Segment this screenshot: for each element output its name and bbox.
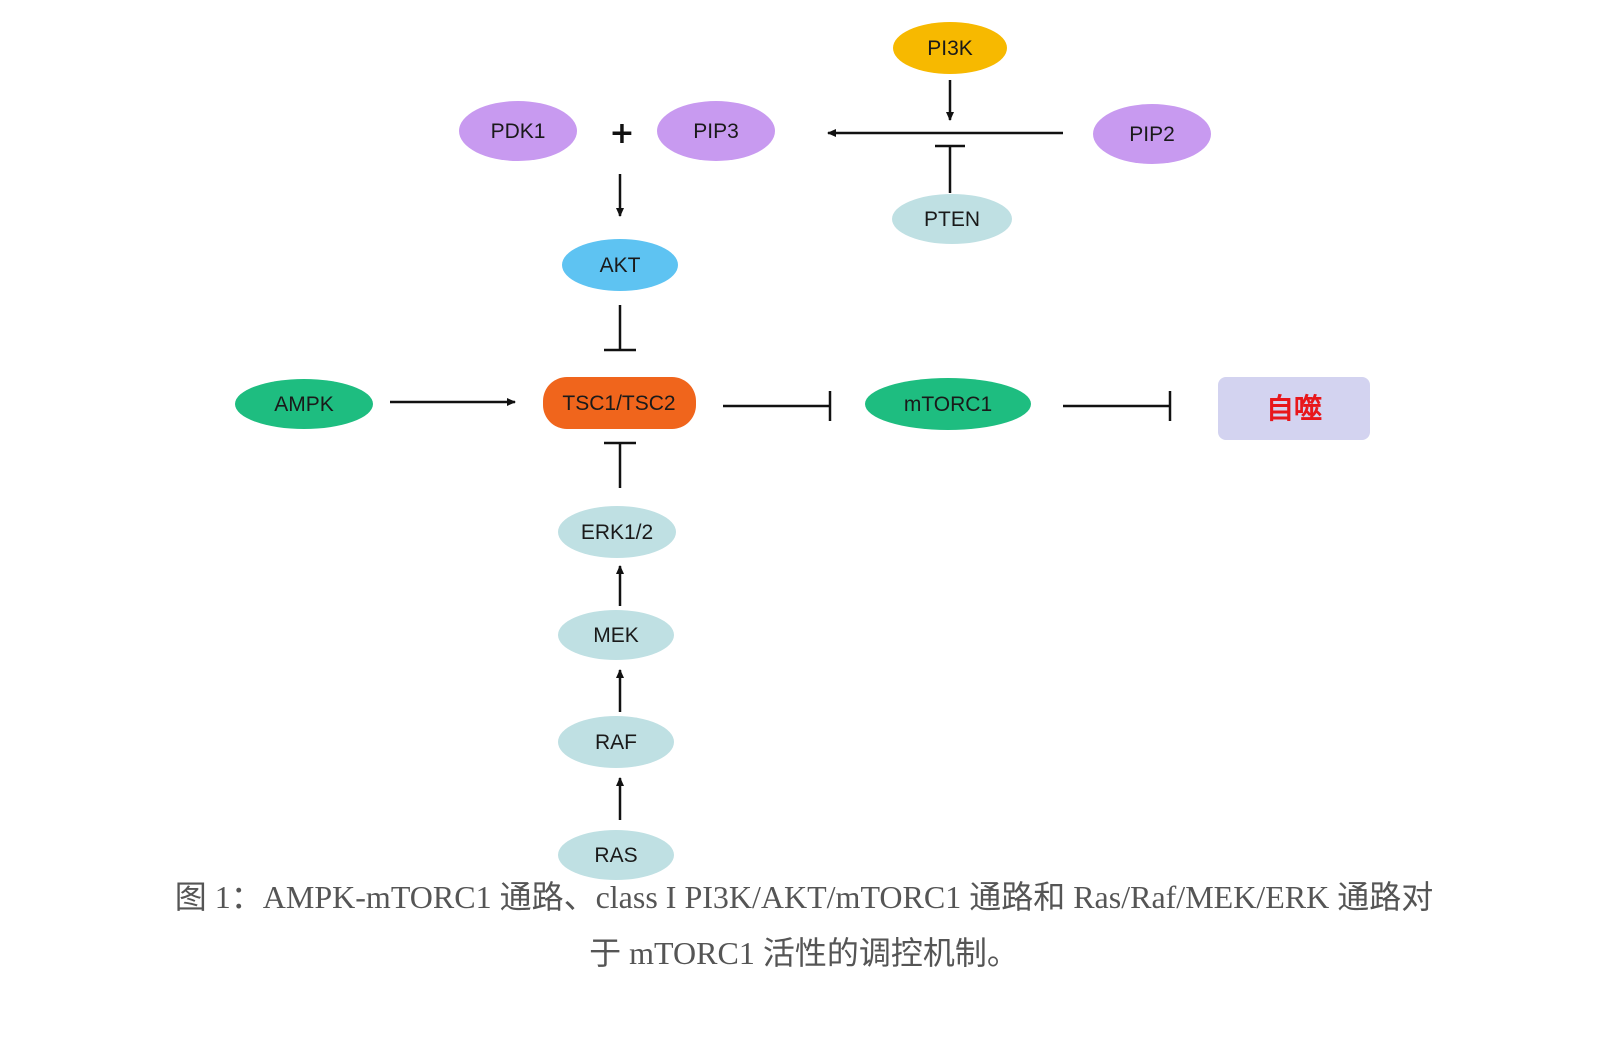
node-pip2: PIP2 <box>1093 104 1211 164</box>
akt-shape <box>562 239 678 291</box>
ras-shape <box>558 830 674 880</box>
pi3k-shape <box>893 22 1007 74</box>
node-mek: MEK <box>558 610 674 660</box>
node-pip3: PIP3 <box>657 101 775 161</box>
ampk-label: AMPK <box>274 393 334 416</box>
node-ampk: AMPK <box>235 379 373 429</box>
tsc-label: TSC1/TSC2 <box>562 392 675 415</box>
akt-label: AKT <box>600 254 641 277</box>
pip3-shape <box>657 101 775 161</box>
ras-label: RAS <box>594 844 637 867</box>
node-mtorc1: mTORC1 <box>865 378 1031 430</box>
node-ras: RAS <box>558 830 674 880</box>
node-pi3k: PI3K <box>893 22 1007 74</box>
pip2-shape <box>1093 104 1211 164</box>
mtorc1-shape <box>865 378 1031 430</box>
pdk1-label: PDK1 <box>491 120 546 143</box>
pten-shape <box>892 194 1012 244</box>
ampk-shape <box>235 379 373 429</box>
node-autophagy: 自噬 <box>1218 377 1370 440</box>
autophagy-box <box>1218 377 1370 440</box>
erk-shape <box>558 506 676 558</box>
mek-shape <box>558 610 674 660</box>
figure-caption-line-1: 图 1：AMPK-mTORC1 通路、class I PI3K/AKT/mTOR… <box>174 879 1434 915</box>
pip3-label: PIP3 <box>693 120 739 143</box>
plus-sign: + <box>609 116 634 151</box>
pi3k-label: PI3K <box>927 37 973 60</box>
raf-shape <box>558 716 674 768</box>
node-tsc: TSC1/TSC2 <box>543 377 696 429</box>
erk-label: ERK1/2 <box>581 521 653 544</box>
node-pdk1: PDK1 <box>459 101 577 161</box>
autophagy-label: 自噬 <box>1266 392 1322 425</box>
raf-label: RAF <box>595 731 637 754</box>
node-akt: AKT <box>562 239 678 291</box>
pdk1-shape <box>459 101 577 161</box>
pip2-label: PIP2 <box>1129 123 1175 146</box>
figure-caption-line-2: 于 mTORC1 活性的调控机制。 <box>589 935 1019 971</box>
node-erk: ERK1/2 <box>558 506 676 558</box>
edges <box>390 80 1172 820</box>
node-raf: RAF <box>558 716 674 768</box>
mtorc1-label: mTORC1 <box>904 393 992 416</box>
mek-label: MEK <box>593 624 639 647</box>
tsc-shape <box>543 377 696 429</box>
pten-label: PTEN <box>924 208 980 231</box>
node-pten: PTEN <box>892 194 1012 244</box>
